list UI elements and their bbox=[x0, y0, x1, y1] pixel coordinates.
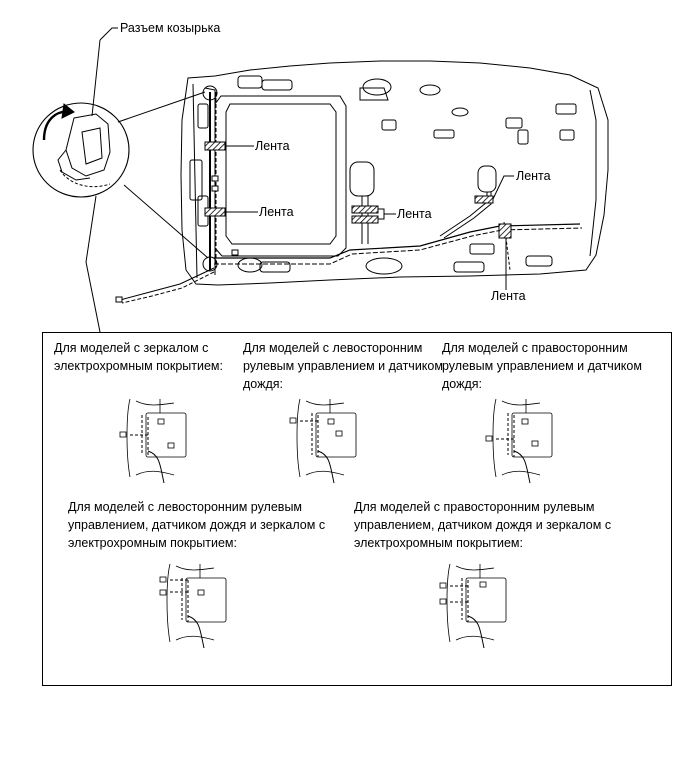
tape-label-middle: Лента bbox=[397, 207, 432, 221]
variant-1-caption: Для моделей с зеркалом с электрохромным … bbox=[54, 341, 224, 373]
tape-label-rear-lower: Лента bbox=[491, 289, 526, 303]
variant-4-diagram bbox=[159, 563, 227, 649]
wire-harness bbox=[115, 92, 583, 304]
tape-leaders bbox=[225, 145, 514, 290]
variant-3-caption: Для моделей с правосторонним рулевым упр… bbox=[442, 341, 642, 391]
variant-4-caption: Для моделей с левосторонним рулевым упра… bbox=[68, 500, 326, 550]
variant-1-diagram bbox=[119, 398, 187, 484]
tape-marks bbox=[204, 141, 512, 239]
visor-connector-label: Разъем козырька bbox=[120, 21, 221, 35]
variant-5-diagram bbox=[439, 563, 507, 649]
variants-panel bbox=[42, 332, 672, 686]
variant-2-diagram bbox=[289, 398, 357, 484]
tape-label-rear-upper: Лента bbox=[516, 169, 551, 183]
variant-3-diagram bbox=[485, 398, 553, 484]
tape-label-front-lower: Лента bbox=[259, 205, 294, 219]
roof-outline bbox=[180, 60, 609, 286]
variant-5-caption: Для моделей с правосторонним рулевым упр… bbox=[354, 500, 612, 550]
variant-2-caption: Для моделей с левосторонним рулевым упра… bbox=[243, 341, 443, 391]
zoom-inset bbox=[32, 27, 218, 333]
tape-label-front-upper: Лента bbox=[255, 139, 290, 153]
